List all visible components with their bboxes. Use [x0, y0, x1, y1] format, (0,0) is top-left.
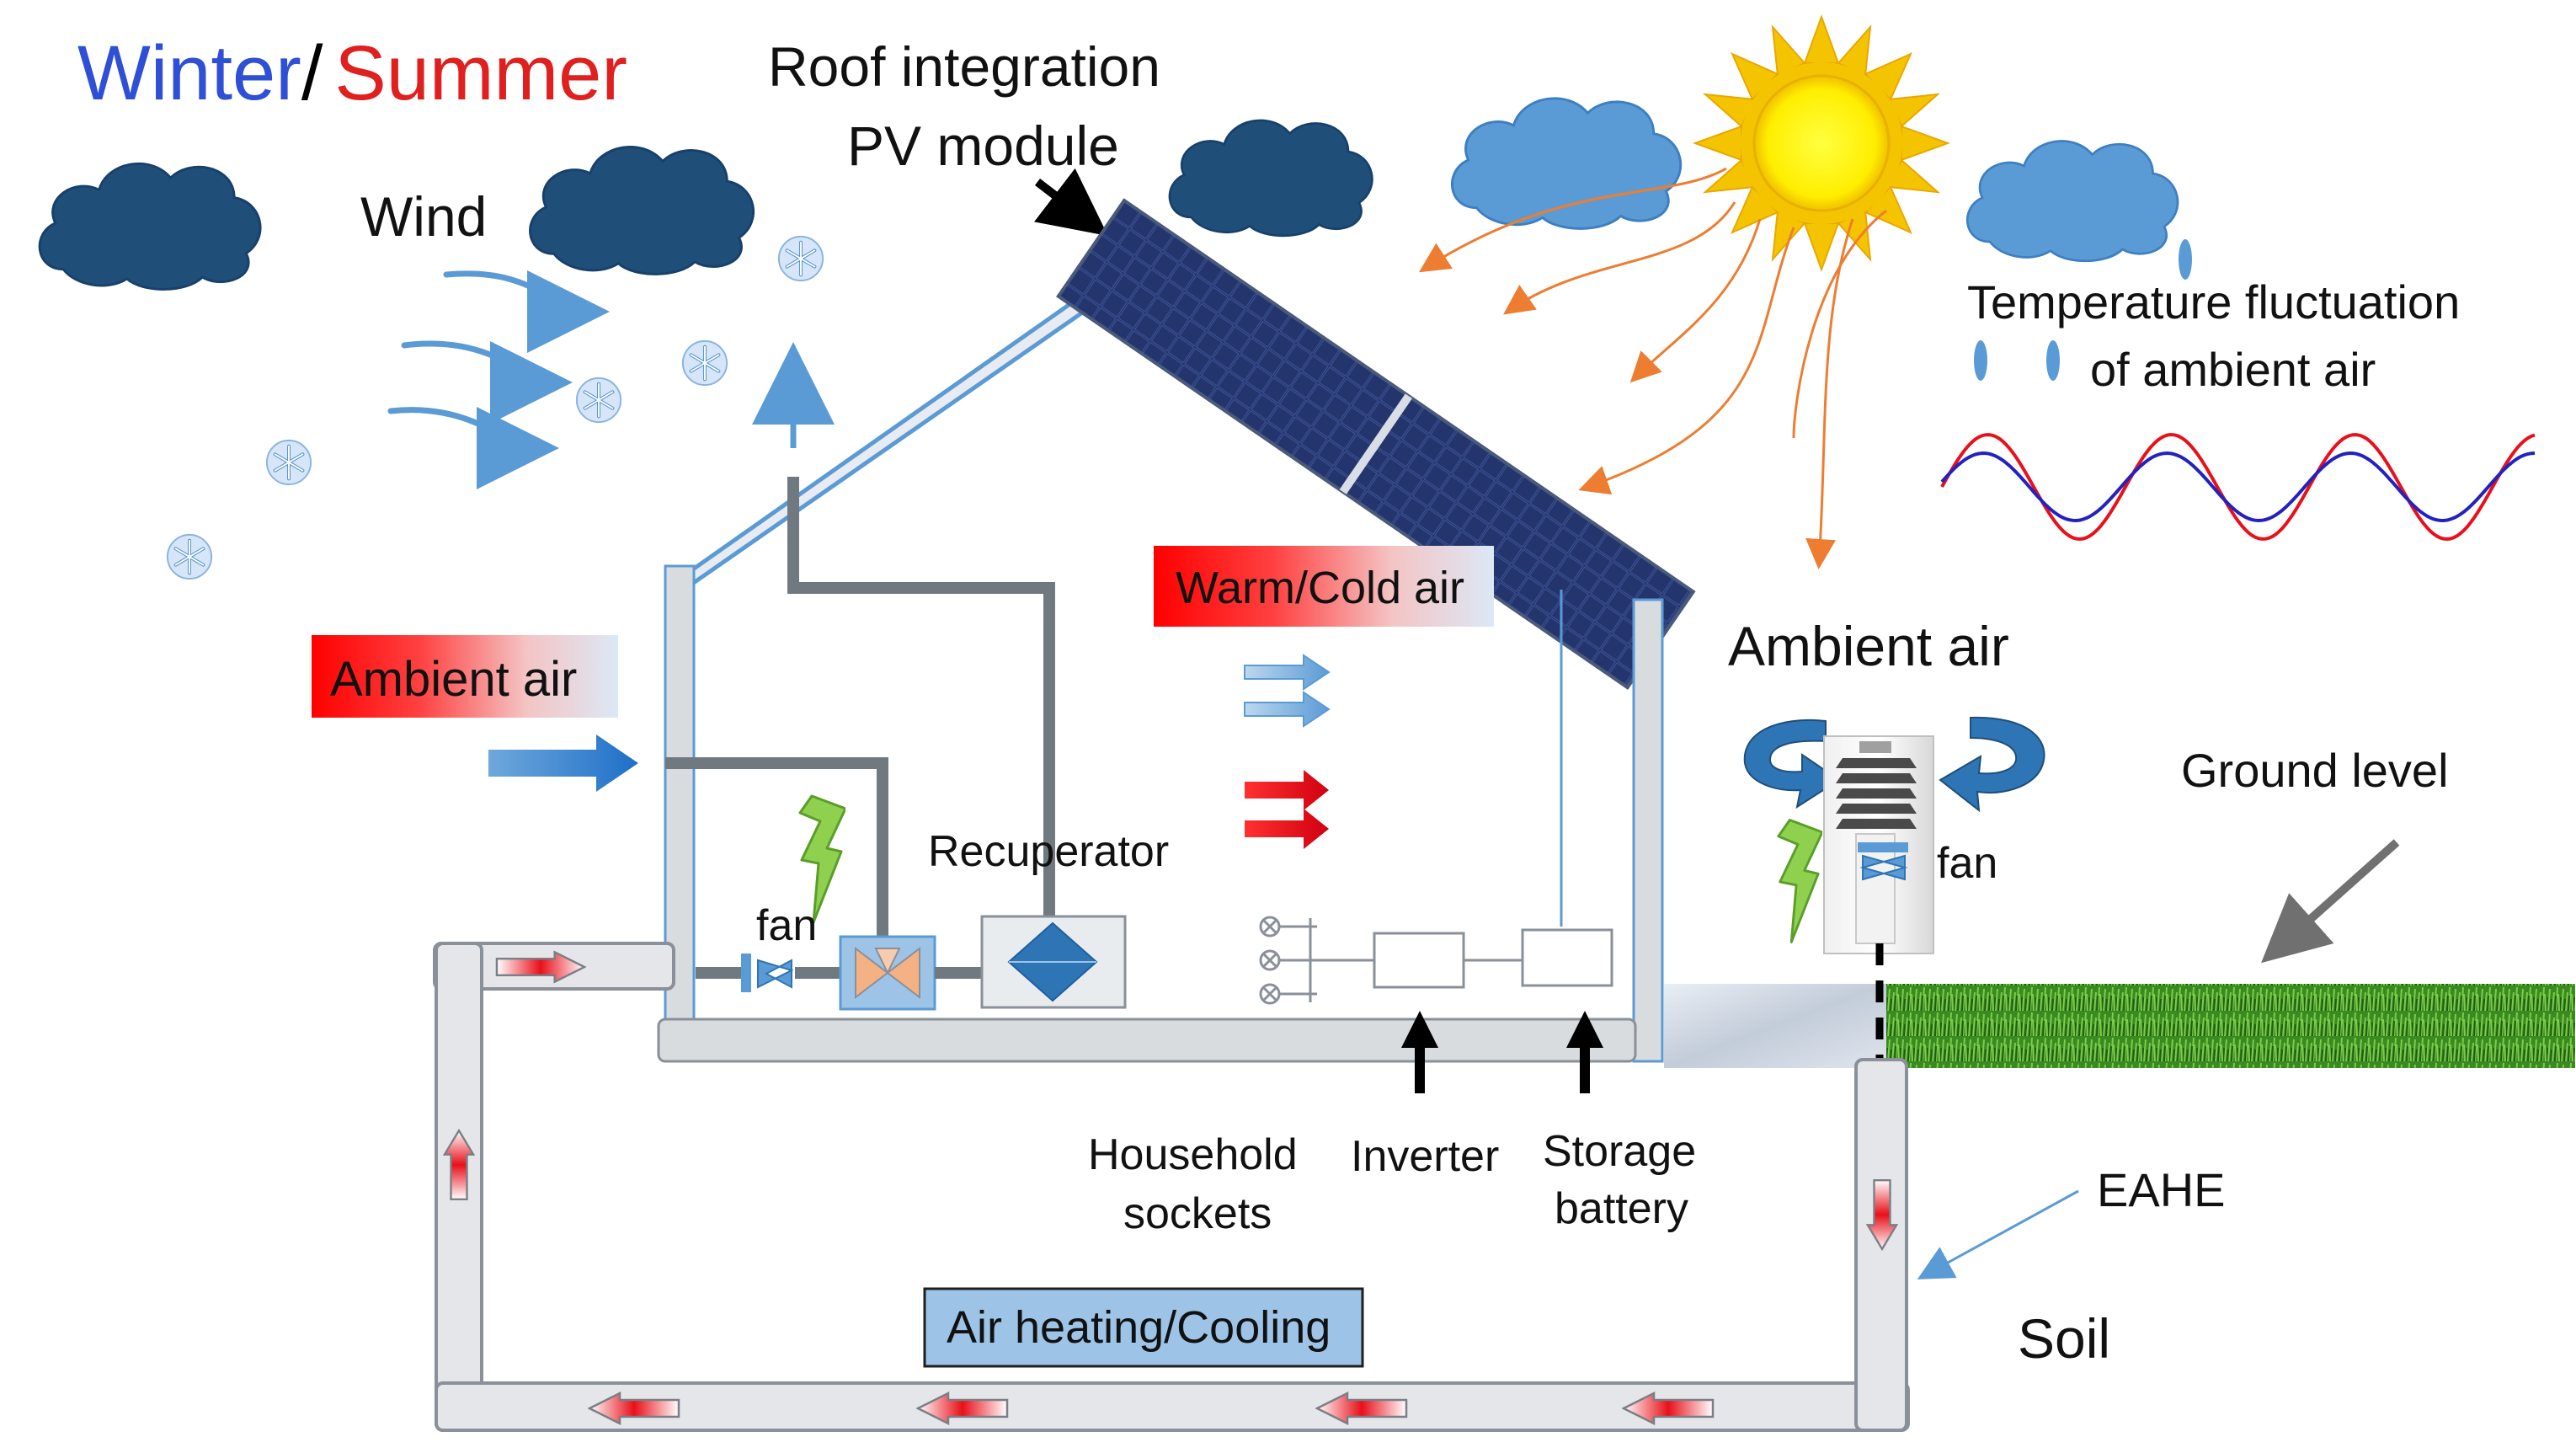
warm-cold-air-label: Warm/Cold air — [1176, 563, 1464, 613]
snowflake-icon — [776, 234, 825, 283]
inverter-label: Inverter — [1351, 1132, 1499, 1181]
valve-icon — [839, 935, 936, 1011]
pointer-arrows — [1401, 1011, 1603, 1093]
recuperator-icon — [980, 915, 1127, 1009]
snow-ground — [1664, 984, 1886, 1068]
household-label-line1: Household — [1088, 1130, 1298, 1179]
ambient-air-right-label: Ambient air — [1728, 615, 2009, 677]
cloud-icon — [1450, 97, 1683, 230]
household-label-line2: sockets — [1123, 1189, 1272, 1238]
season-title: Winter/Summer — [77, 30, 627, 116]
winter-label: Winter — [77, 30, 301, 116]
snowflake-icon — [264, 438, 313, 487]
ground-level-label: Ground level — [2181, 744, 2449, 797]
house-floor — [657, 1018, 1637, 1063]
roof-left-slope — [671, 269, 1123, 592]
ambient-air-left-box — [312, 635, 618, 718]
grass-ground — [1886, 984, 2575, 1068]
eahe-pointer — [1917, 1189, 2079, 1279]
raindrop-icon — [2046, 340, 2060, 381]
rotation-arrow-icon — [1939, 716, 2045, 813]
ambient-air-left-label: Ambient air — [330, 652, 577, 707]
flow-arrow-icon — [1244, 654, 1331, 691]
temp-fluct-label-line1: Temperature fluctuation — [1967, 275, 2460, 329]
temperature-wave-blue — [1940, 451, 2536, 523]
cloud-icon — [1965, 139, 2179, 263]
lightning-icon — [1777, 818, 1822, 944]
flow-arrow-icon — [1245, 809, 1329, 849]
inverter-box — [1373, 932, 1465, 989]
sun-ray-lines — [1418, 167, 1887, 569]
roof-pv-label-line1: Roof integration — [768, 35, 1160, 98]
warm-cold-air-box — [1154, 546, 1494, 627]
inlet-arrow-icon — [488, 735, 638, 792]
ground-level-arrow — [2261, 839, 2400, 964]
cloud-icon — [1168, 119, 1373, 238]
pv-pointer-arrow — [1034, 168, 1108, 237]
cloud-icon — [38, 162, 262, 291]
wind-arrow-icon — [387, 270, 610, 489]
soil-label: Soil — [2018, 1307, 2110, 1370]
title-slash: / — [301, 30, 323, 116]
eahe-label: EAHE — [2097, 1163, 2226, 1216]
house-wall-right — [1632, 598, 1664, 1063]
recuperator-label: Recuperator — [928, 827, 1169, 876]
cloud-icon — [529, 145, 755, 275]
fan-icon — [1858, 842, 1908, 881]
storage-label-line1: Storage — [1543, 1127, 1696, 1176]
wind-label: Wind — [360, 185, 487, 248]
fan-right-label: fan — [1937, 839, 1997, 888]
storage-battery-box — [1521, 928, 1613, 987]
flow-arrow-icon — [1244, 691, 1331, 728]
raindrop-icon — [2179, 239, 2192, 280]
valve-connector — [935, 967, 984, 979]
storage-label-line2: battery — [1555, 1184, 1688, 1233]
summer-label: Summer — [334, 30, 627, 116]
sun-icon — [1693, 14, 1950, 272]
snowflake-icon — [165, 532, 214, 581]
flow-arrow-icon — [1245, 770, 1329, 810]
fan-icon — [696, 954, 842, 992]
air-heating-cooling-box — [923, 1287, 1364, 1368]
air-heating-cooling-label: Air heating/Cooling — [947, 1302, 1331, 1353]
socket-icon — [1259, 916, 1374, 1005]
roof-pv-label-line2: PV module — [847, 115, 1119, 177]
snowflake-icon — [574, 376, 623, 425]
fan-left-label: fan — [756, 901, 817, 950]
snowflake-icon — [680, 339, 729, 387]
raindrop-icon — [1974, 340, 1987, 381]
temp-fluct-label-line2: of ambient air — [2090, 343, 2376, 396]
ventilation-pipe — [665, 477, 1055, 948]
rotation-arrow-icon — [1743, 719, 1841, 809]
